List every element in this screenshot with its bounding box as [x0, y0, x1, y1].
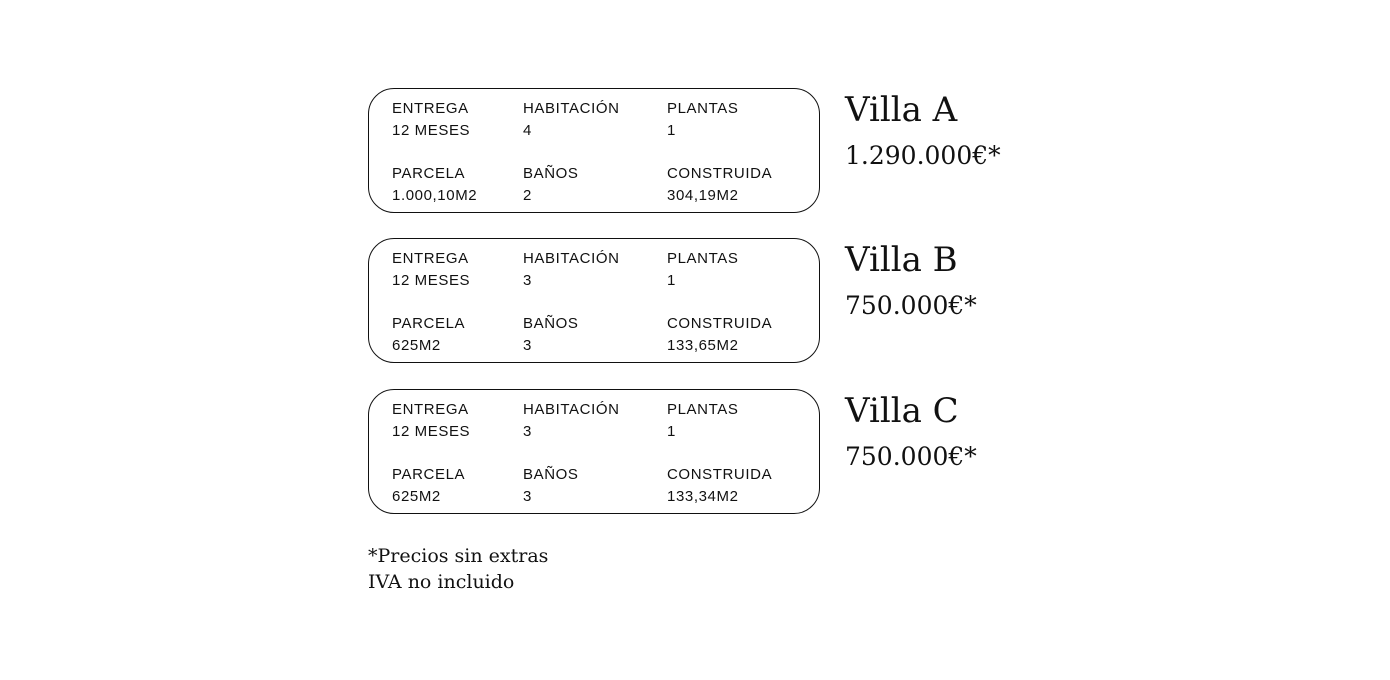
spec-label: CONSTRUIDA — [667, 466, 773, 483]
spec-habitacion: HABITACIÓN 3 — [523, 399, 620, 443]
spec-label: PARCELA — [392, 466, 466, 483]
spec-label: BAÑOS — [523, 466, 579, 483]
spec-entrega: ENTREGA 12 MESES — [392, 248, 470, 292]
spec-value: 1 — [667, 122, 676, 139]
spec-label: PLANTAS — [667, 250, 739, 267]
spec-value: 12 MESES — [392, 272, 471, 289]
spec-label: CONSTRUIDA — [667, 315, 773, 332]
footnote-line-extras: *Precios sin extras — [368, 545, 549, 567]
spec-label: HABITACIÓN — [523, 401, 620, 418]
spec-construida: CONSTRUIDA 304,19M2 — [667, 163, 772, 207]
spec-entrega: ENTREGA 12 MESES — [392, 98, 470, 142]
spec-habitacion: HABITACIÓN 4 — [523, 98, 620, 142]
spec-label: BAÑOS — [523, 315, 579, 332]
villa-c-spec-card: ENTREGA 12 MESES HABITACIÓN 3 PLANTAS 1 … — [368, 389, 820, 514]
spec-value: 2 — [523, 187, 532, 204]
spec-value: 1 — [667, 272, 676, 289]
spec-value: 1 — [667, 423, 676, 440]
spec-label: ENTREGA — [392, 100, 469, 117]
villa-b-name: Villa B — [845, 240, 958, 280]
spec-value: 133,34M2 — [667, 488, 739, 505]
footnote-line-iva: IVA no incluido — [368, 571, 515, 593]
spec-entrega: ENTREGA 12 MESES — [392, 399, 470, 443]
villa-c-row: ENTREGA 12 MESES HABITACIÓN 3 PLANTAS 1 … — [368, 389, 1068, 517]
spec-value: 625M2 — [392, 337, 441, 354]
villa-a-price: 1.290.000€* — [845, 141, 1001, 170]
spec-value: 3 — [523, 272, 532, 289]
spec-label: CONSTRUIDA — [667, 165, 773, 182]
spec-plantas: PLANTAS 1 — [667, 248, 738, 292]
spec-banos: BAÑOS 3 — [523, 464, 579, 508]
spec-construida: CONSTRUIDA 133,65M2 — [667, 313, 772, 357]
spec-parcela: PARCELA 625M2 — [392, 464, 465, 508]
spec-value: 625M2 — [392, 488, 441, 505]
price-footnote: *Precios sin extras IVA no incluido — [368, 543, 548, 595]
spec-label: PARCELA — [392, 165, 466, 182]
spec-banos: BAÑOS 2 — [523, 163, 579, 207]
villa-b-price: 750.000€* — [845, 291, 977, 320]
villa-b-row: ENTREGA 12 MESES HABITACIÓN 3 PLANTAS 1 … — [368, 238, 1068, 366]
spec-plantas: PLANTAS 1 — [667, 399, 738, 443]
spec-label: HABITACIÓN — [523, 250, 620, 267]
villa-c-name: Villa C — [845, 391, 959, 431]
spec-label: PLANTAS — [667, 401, 739, 418]
spec-label: PLANTAS — [667, 100, 739, 117]
spec-value: 12 MESES — [392, 423, 471, 440]
spec-value: 3 — [523, 337, 532, 354]
villa-c-price: 750.000€* — [845, 442, 977, 471]
spec-habitacion: HABITACIÓN 3 — [523, 248, 620, 292]
spec-label: BAÑOS — [523, 165, 579, 182]
spec-value: 1.000,10M2 — [392, 187, 478, 204]
villa-a-name: Villa A — [845, 90, 958, 130]
spec-label: ENTREGA — [392, 401, 469, 418]
spec-value: 3 — [523, 423, 532, 440]
spec-parcela: PARCELA 1.000,10M2 — [392, 163, 477, 207]
spec-label: PARCELA — [392, 315, 466, 332]
spec-plantas: PLANTAS 1 — [667, 98, 738, 142]
spec-construida: CONSTRUIDA 133,34M2 — [667, 464, 772, 508]
villa-a-spec-card: ENTREGA 12 MESES HABITACIÓN 4 PLANTAS 1 … — [368, 88, 820, 213]
spec-label: ENTREGA — [392, 250, 469, 267]
spec-value: 304,19M2 — [667, 187, 739, 204]
spec-value: 3 — [523, 488, 532, 505]
spec-value: 133,65M2 — [667, 337, 739, 354]
spec-value: 12 MESES — [392, 122, 471, 139]
spec-label: HABITACIÓN — [523, 100, 620, 117]
spec-banos: BAÑOS 3 — [523, 313, 579, 357]
villa-b-spec-card: ENTREGA 12 MESES HABITACIÓN 3 PLANTAS 1 … — [368, 238, 820, 363]
villa-a-row: ENTREGA 12 MESES HABITACIÓN 4 PLANTAS 1 … — [368, 88, 1068, 216]
spec-value: 4 — [523, 122, 532, 139]
spec-parcela: PARCELA 625M2 — [392, 313, 465, 357]
